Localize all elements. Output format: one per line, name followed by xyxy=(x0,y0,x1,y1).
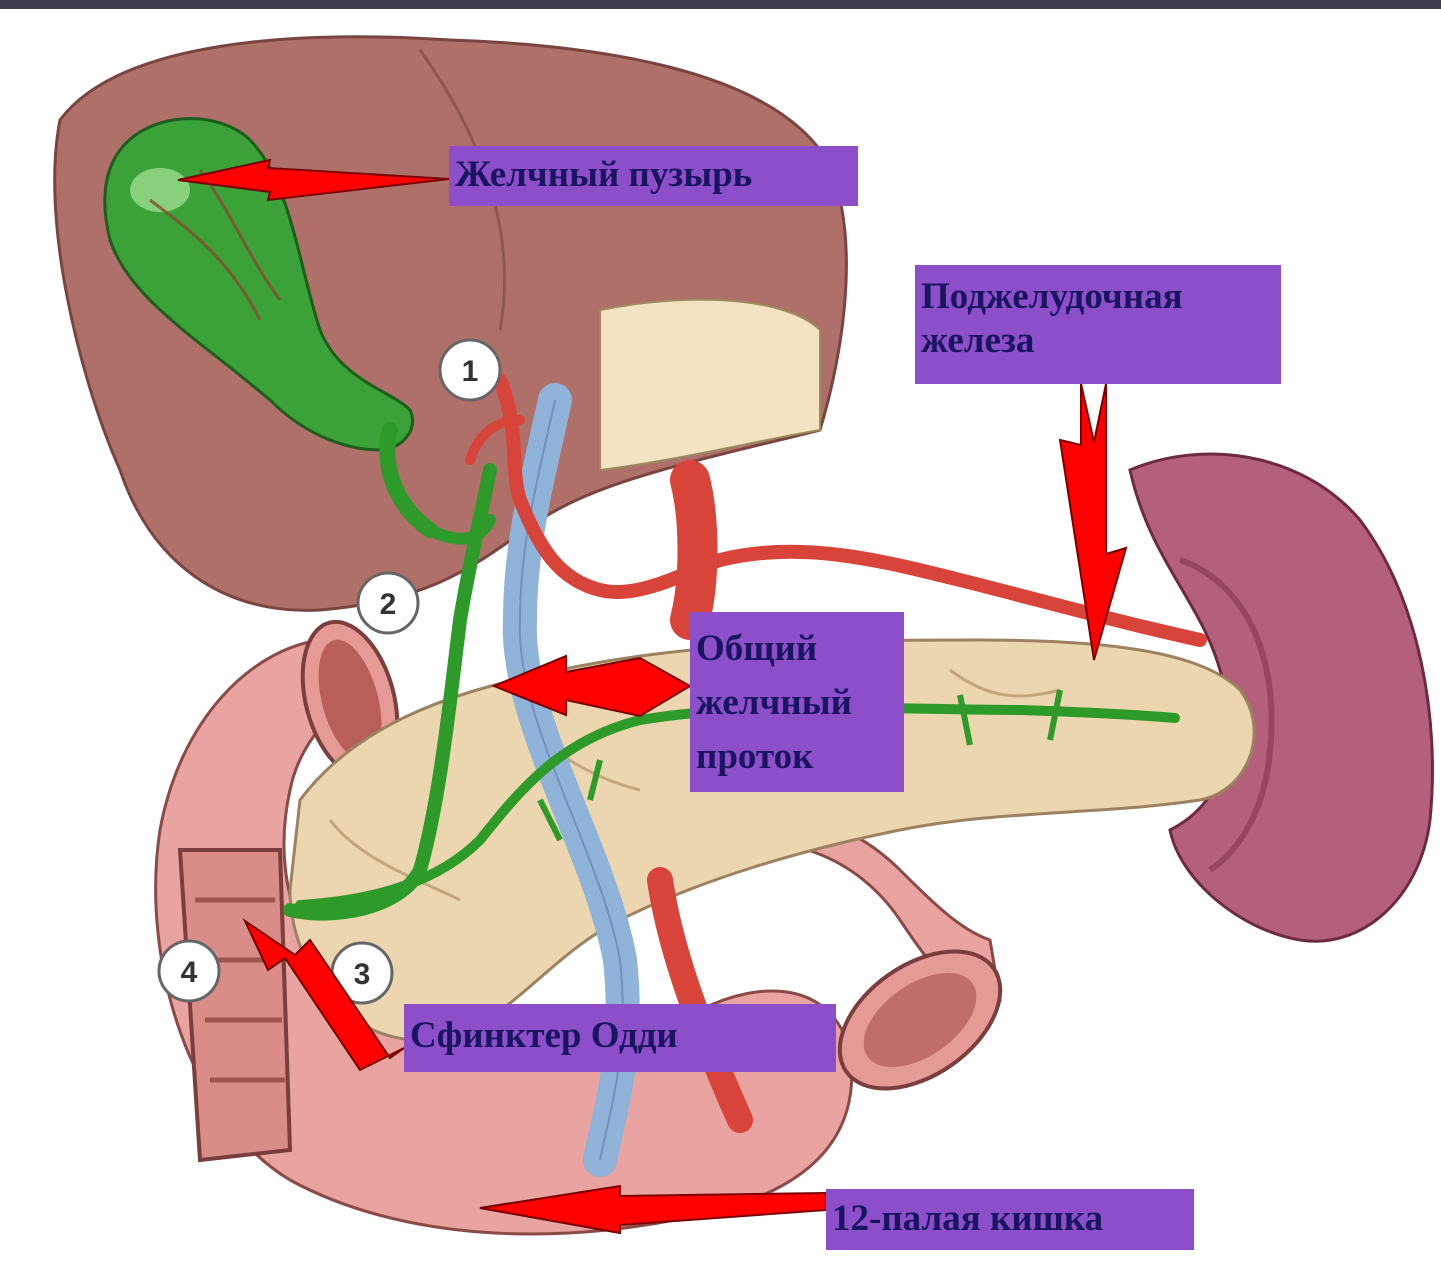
label-pancreas: Поджелудочная железа xyxy=(915,265,1281,384)
label-common-bile-duct: Общий желчный проток xyxy=(690,612,904,792)
label-gallbladder: Желчный пузырь xyxy=(449,146,858,206)
marker-2: 2 xyxy=(358,573,418,633)
label-sphincter-oddi: Сфинктер Одди xyxy=(404,1004,836,1072)
marker-4: 4 xyxy=(159,941,219,1001)
marker-1: 1 xyxy=(440,340,500,400)
svg-text:3: 3 xyxy=(354,958,371,991)
label-duodenum: 12-палая кишка xyxy=(826,1189,1194,1250)
svg-text:2: 2 xyxy=(380,588,397,621)
svg-text:1: 1 xyxy=(462,355,479,388)
svg-text:4: 4 xyxy=(181,956,198,989)
